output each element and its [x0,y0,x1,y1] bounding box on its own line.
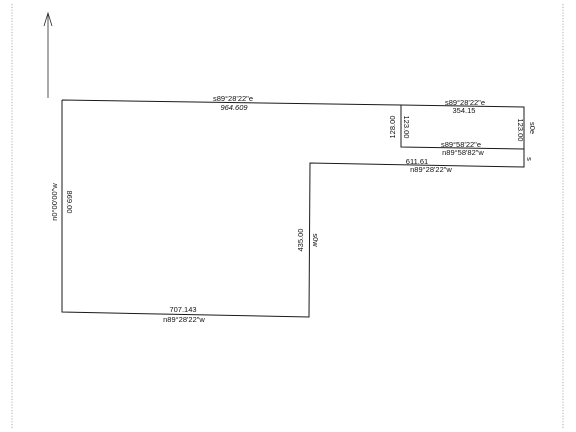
right-parcel-outline [400,105,525,150]
right-edge-distance: 123.00 [516,119,525,142]
step-boundary-distance: 611.61 [406,157,428,166]
step-boundary-bearing: n89°28'22"w [410,165,452,174]
north-arrow-icon [43,11,53,98]
right-edge-mark: s [525,157,534,161]
right-parcel-top-distance: 354.15 [453,106,476,115]
bottom-boundary-distance: 707.143 [169,305,196,314]
top-boundary-distance: 964.609 [220,103,248,112]
right-parcel-mid-bearing-lower: n89°58'82"w [442,148,484,157]
top-boundary-bearing: s89°28'22"e [213,94,253,103]
bottom-boundary-bearing: n89°28'22"w [163,315,205,324]
inner-vertical-bearing: s0w [311,233,320,247]
right-parcel-left-distance-b: 123.00 [402,116,411,139]
left-boundary-distance: 869.00 [65,191,74,214]
inner-vertical-distance: 435.00 [296,229,305,252]
right-parcel-left-distance-a: 128.00 [388,116,397,139]
left-boundary-bearing: n0°00'00"w [50,183,59,221]
main-parcel-boundary [61,99,525,318]
right-parcel-top-bearing: s89°28'22"e [445,98,485,107]
right-parcel-mid-bearing-upper: s89°58'22"e [441,140,481,149]
right-edge-bearing: s0e [528,122,537,134]
